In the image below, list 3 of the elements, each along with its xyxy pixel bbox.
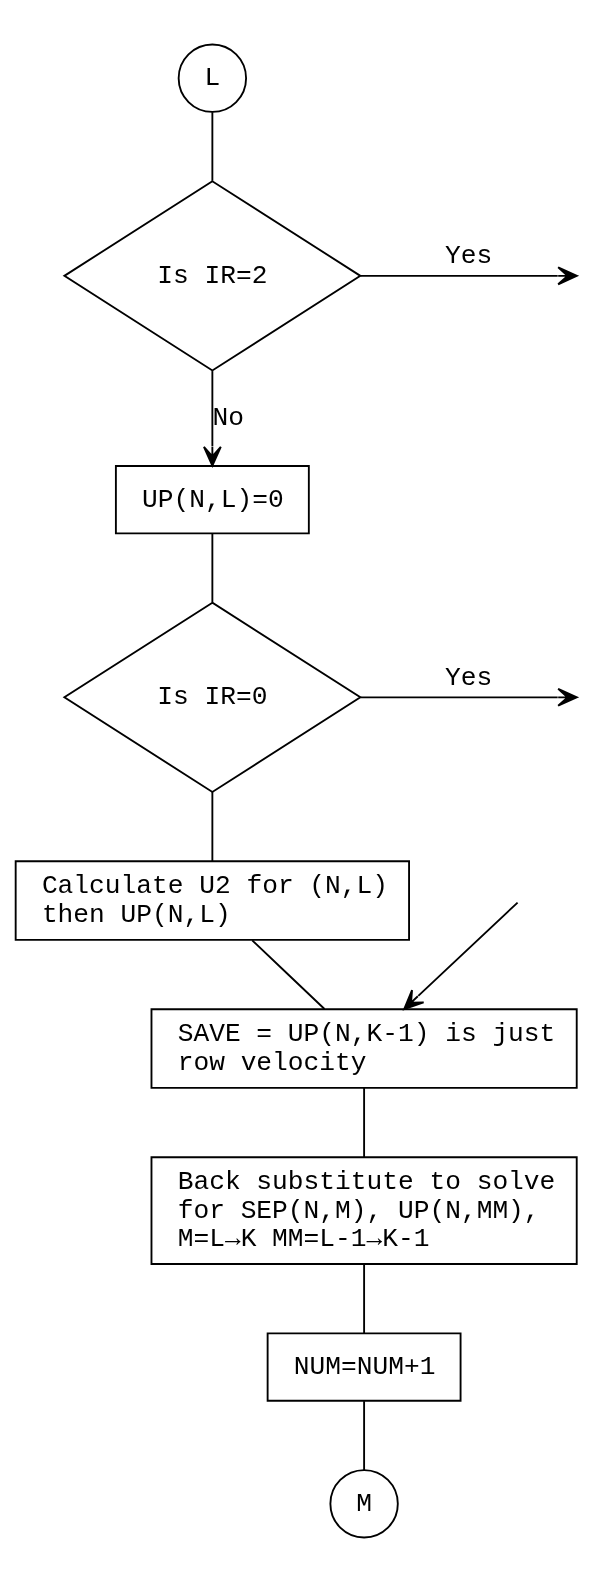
edge-label: Yes: [445, 662, 493, 693]
edge-label: No: [212, 403, 245, 434]
edge-label: Yes: [445, 241, 493, 272]
